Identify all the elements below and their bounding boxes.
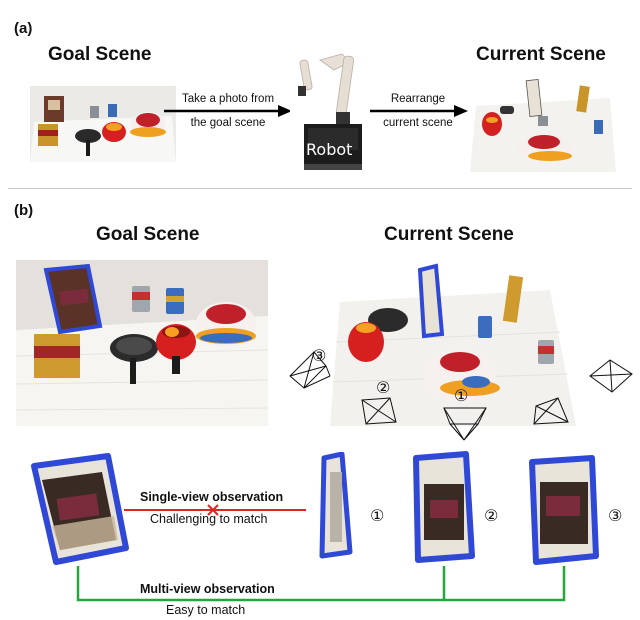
goal-scene-photo-b	[16, 260, 268, 426]
panel-a-label: (a)	[14, 20, 33, 37]
current-scene-title-a: Current Scene	[476, 44, 606, 65]
arrow2-caption-line1: Rearrange	[390, 93, 446, 105]
current-scene-photo-a	[470, 76, 616, 172]
panel-b-label: (b)	[14, 202, 34, 219]
camera-frustum-icon	[443, 407, 487, 441]
multi-view-sublabel: Easy to match	[166, 603, 246, 617]
goal-scene-title-b: Goal Scene	[96, 224, 200, 245]
arrow1-caption-line1: Take a photo from	[181, 93, 275, 105]
view-3-marker: ③	[312, 346, 327, 365]
section-divider	[8, 188, 632, 189]
multi-view-connector	[76, 566, 566, 602]
goal-object-view	[31, 453, 129, 565]
current-scene-photo-b	[330, 262, 576, 426]
multi-view-label: Multi-view observation	[140, 582, 275, 596]
current-scene-title-b: Current Scene	[384, 224, 514, 245]
arrow1-caption-line2: the goal scene	[190, 117, 266, 129]
camera-frustum-icon	[589, 359, 633, 393]
view-2-marker: ②	[376, 378, 391, 397]
goal-scene-title-a: Goal Scene	[48, 44, 152, 65]
camera-frustum-icon	[533, 397, 569, 425]
single-view-sublabel: Challenging to match	[150, 512, 268, 526]
robot-label: Robot	[306, 140, 353, 159]
view-1-marker: ①	[454, 386, 469, 405]
object-view-3	[529, 455, 599, 565]
arrow2-caption-line2: current scene	[383, 117, 453, 129]
arrow-right-icon	[370, 105, 468, 117]
goal-scene-photo-a	[30, 86, 176, 162]
robot-photo	[290, 48, 370, 174]
view-3-marker-bottom: ③	[608, 506, 623, 525]
camera-frustum-icon	[289, 351, 331, 389]
camera-frustum-icon	[361, 397, 397, 425]
view-1-marker-bottom: ①	[370, 506, 385, 525]
single-view-label: Single-view observation	[140, 490, 284, 504]
object-view-1	[319, 452, 353, 559]
view-2-marker-bottom: ②	[484, 506, 499, 525]
cross-icon	[207, 504, 219, 516]
arrow-right-icon	[164, 105, 292, 117]
object-view-2	[413, 451, 475, 563]
single-view-connector	[124, 504, 306, 516]
